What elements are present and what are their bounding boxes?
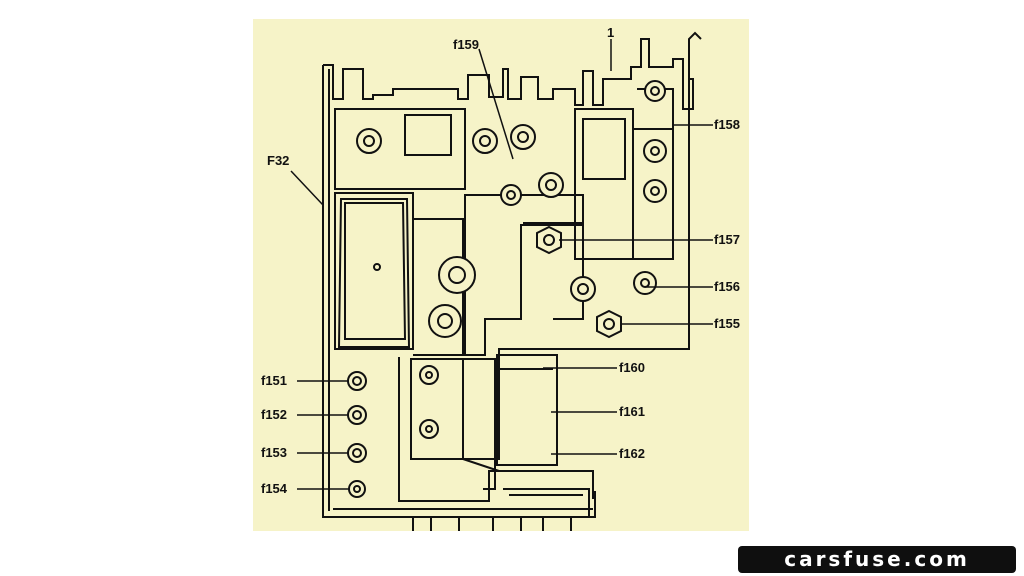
label-f155: f155 — [714, 316, 740, 331]
label-component-1: 1 — [607, 25, 614, 40]
label-f159: f159 — [453, 37, 479, 52]
label-F32: F32 — [267, 153, 289, 168]
label-f160: f160 — [619, 360, 645, 375]
label-f158: f158 — [714, 117, 740, 132]
fuse-box-diagram: F32 1 f159 f158 f157 f156 f155 f160 f161… — [253, 19, 749, 531]
label-f156: f156 — [714, 279, 740, 294]
label-f162: f162 — [619, 446, 645, 461]
label-f161: f161 — [619, 404, 645, 419]
watermark-logo: carsfuse.com — [738, 546, 1016, 573]
fuse-column-left — [347, 371, 367, 498]
label-f151: f151 — [261, 373, 287, 388]
label-f152: f152 — [261, 407, 287, 422]
leader-lines — [290, 39, 713, 490]
diagram-background — [253, 19, 749, 531]
label-f154: f154 — [261, 481, 288, 496]
label-f153: f153 — [261, 445, 287, 460]
label-f157: f157 — [714, 232, 740, 247]
terminal-nuts — [356, 80, 667, 439]
